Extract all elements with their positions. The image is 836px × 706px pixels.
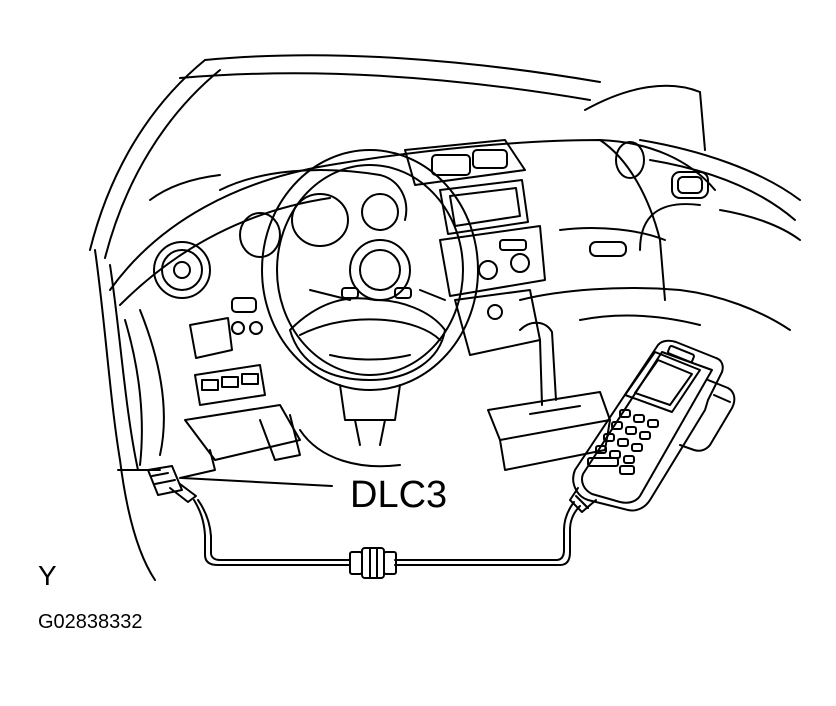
gear-shift [487, 321, 611, 471]
callout-leader-line [181, 477, 333, 487]
left-door-edge [94, 249, 161, 581]
tester-cable [193, 499, 581, 579]
dashboard-right [519, 139, 801, 331]
handheld-diagnostic-tester-icon [569, 339, 736, 513]
tester-keypad [587, 409, 659, 475]
center-console [404, 139, 546, 356]
view-letter-label: Y [38, 560, 57, 591]
instrument-cluster [153, 169, 408, 299]
dlc3-callout-label: DLC3 [350, 474, 448, 516]
steering-wheel-icon [261, 149, 479, 446]
dashboard-upper [109, 139, 716, 306]
dlc3-connector-icon [147, 465, 197, 503]
a-pillar-outline [89, 54, 706, 259]
figure-code-label: G02838332 [38, 611, 143, 633]
lower-dash-left [124, 297, 401, 479]
